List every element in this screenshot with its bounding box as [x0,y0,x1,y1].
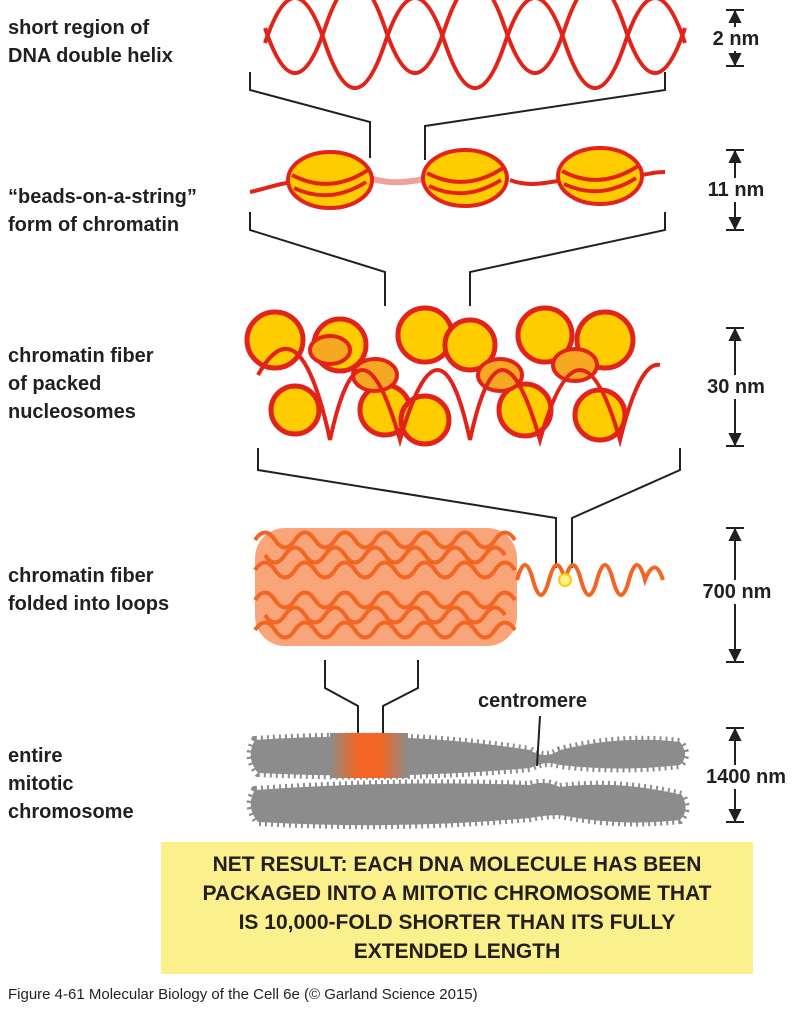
stage-label-beads-on-string: “beads-on-a-string” form of chromatin [8,186,197,236]
nucleosome-bead-1 [286,150,374,210]
scale-label-30nm: 30 nm [700,375,772,399]
net-result-text: NET RESULT: EACH DNA MOLECULE HAS BEEN P… [202,853,712,963]
scale-label-1400nm: 1400 nm [694,765,798,789]
figure-caption: Figure 4-61 Molecular Biology of the Cel… [8,986,478,1003]
centromere-label: centromere [478,690,587,712]
mitotic-chromosome [246,715,690,830]
beads-on-a-string [249,146,666,210]
zoom-connector-4 [324,660,419,734]
zoom-connector-2 [249,212,666,306]
scale-label-2nm: 2 nm [704,27,768,51]
net-result-box: NET RESULT: EACH DNA MOLECULE HAS BEEN P… [161,842,753,974]
nucleosome-bead-2 [421,148,509,208]
stage-label-mitotic-chromosome: entire mitotic chromosome [8,745,134,823]
stage-label-30nm-fiber: chromatin fiber of packed nucleosomes [8,345,154,423]
nucleosome-bead-3 [556,146,644,206]
scale-label-11nm: 11 nm [700,178,772,202]
zoom-connector-3 [257,448,681,568]
stage-label-dna-helix: short region of DNA double helix [8,17,173,67]
looped-chromatin-fiber [253,528,665,646]
stage-label-looped-fiber: chromatin fiber folded into loops [8,565,170,615]
scale-bars [726,9,744,823]
dna-double-helix [263,0,687,90]
packed-nucleosome-fiber [244,305,661,448]
zoom-connector-1 [249,72,666,160]
scale-label-700nm: 700 nm [695,580,779,604]
